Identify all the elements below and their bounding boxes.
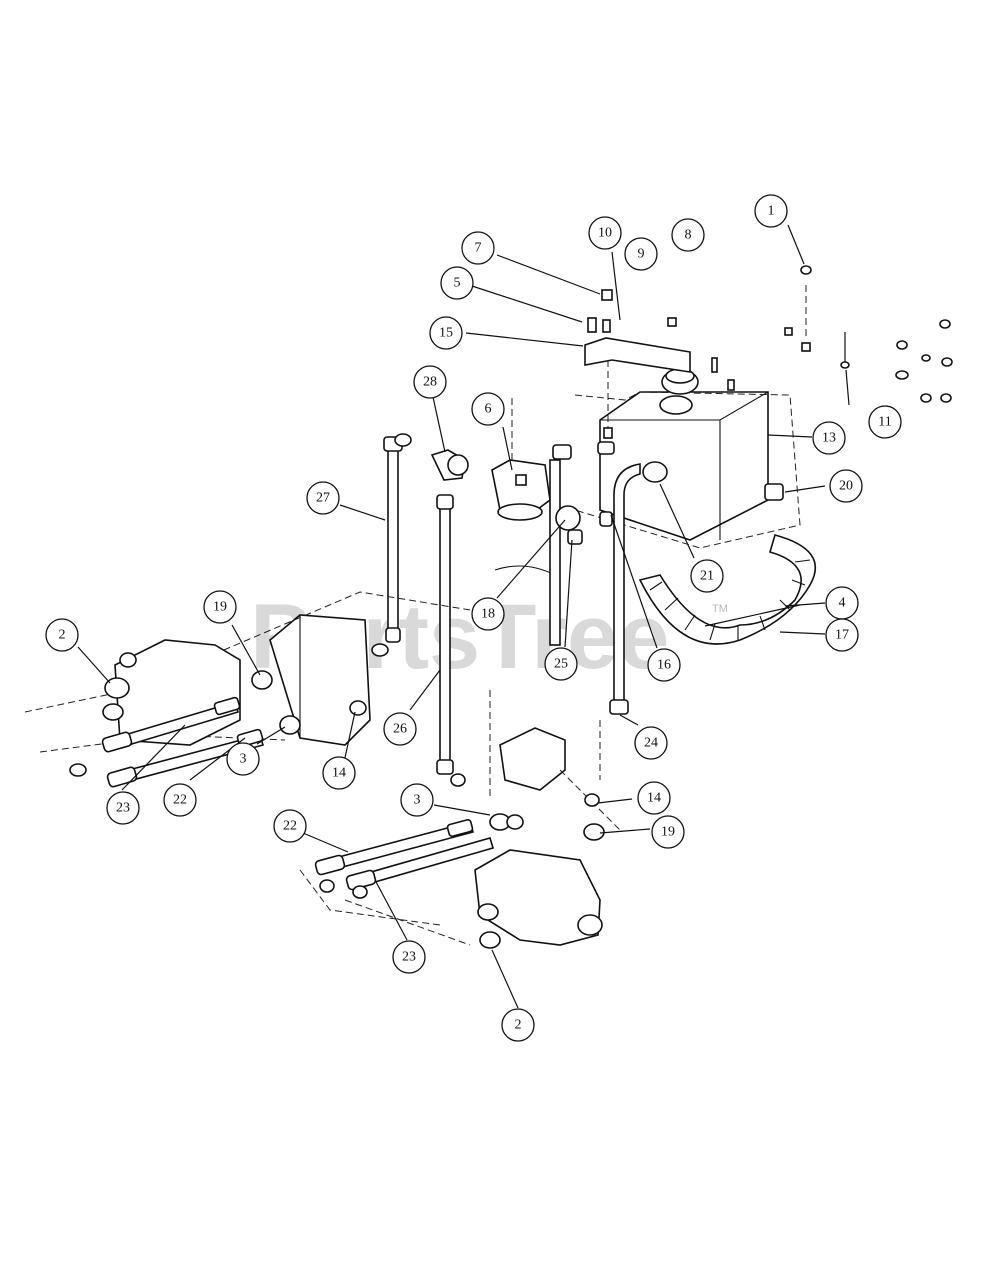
svg-text:3: 3 <box>240 752 247 767</box>
callout-22-left: 22 <box>163 783 197 817</box>
callout-5: 5 <box>440 266 474 300</box>
svg-text:24: 24 <box>644 736 658 751</box>
svg-text:26: 26 <box>393 722 407 737</box>
svg-text:19: 19 <box>213 600 227 615</box>
svg-text:23: 23 <box>116 801 130 816</box>
svg-text:16: 16 <box>657 658 671 673</box>
callout-22-bottom: 22 <box>273 809 307 843</box>
callout-23-left: 23 <box>106 791 140 825</box>
callout-1: 1 <box>754 194 788 228</box>
svg-text:14: 14 <box>647 791 661 806</box>
svg-text:25: 25 <box>554 657 568 672</box>
callout-16: 16 <box>647 648 681 682</box>
svg-text:1: 1 <box>768 204 775 219</box>
svg-text:8: 8 <box>685 228 692 243</box>
svg-text:9: 9 <box>638 247 645 262</box>
svg-text:2: 2 <box>59 628 66 643</box>
oil-filter-head <box>491 395 556 576</box>
control-valve-left <box>24 591 471 753</box>
callout-9: 9 <box>624 237 658 271</box>
svg-text:6: 6 <box>485 402 492 417</box>
svg-text:28: 28 <box>423 375 437 390</box>
svg-text:3: 3 <box>414 793 421 808</box>
callout-8: 8 <box>671 218 705 252</box>
callout-15: 15 <box>429 316 463 350</box>
svg-text:18: 18 <box>481 607 495 622</box>
callout-10: 10 <box>588 216 622 250</box>
svg-text:22: 22 <box>173 793 187 808</box>
callout-14-right: 14 <box>637 781 671 815</box>
svg-text:10: 10 <box>598 226 612 241</box>
callout-21: 21 <box>690 559 724 593</box>
svg-text:17: 17 <box>835 628 849 643</box>
callout-2-bottom: 2 <box>501 1008 535 1042</box>
callout-18: 18 <box>471 597 505 631</box>
hose-27 <box>383 433 412 643</box>
callout-2-left: 2 <box>45 618 79 652</box>
callout-3-left: 3 <box>226 742 260 776</box>
callout-13: 13 <box>812 421 846 455</box>
callout-24: 24 <box>634 726 668 760</box>
svg-text:23: 23 <box>402 950 416 965</box>
callout-11: 11 <box>868 405 902 439</box>
elbow-fitting-28 <box>430 449 469 481</box>
suction-hose <box>638 483 817 645</box>
mounting-bracket <box>584 289 691 439</box>
svg-text:20: 20 <box>839 479 853 494</box>
hardware-cluster <box>784 265 953 403</box>
svg-text:22: 22 <box>283 819 297 834</box>
callout-20: 20 <box>829 469 863 503</box>
svg-text:7: 7 <box>475 241 482 256</box>
callout-3-center: 3 <box>400 783 434 817</box>
watermark-trademark: TM <box>712 603 728 615</box>
hose-24 <box>597 441 668 715</box>
svg-text:15: 15 <box>439 326 453 341</box>
svg-text:4: 4 <box>839 596 846 611</box>
svg-text:2: 2 <box>515 1018 522 1033</box>
svg-text:19: 19 <box>661 825 675 840</box>
svg-text:14: 14 <box>332 766 346 781</box>
callout-19-left: 19 <box>203 590 237 624</box>
callout-27: 27 <box>306 481 340 515</box>
callout-17: 17 <box>825 618 859 652</box>
wheel-motor-right <box>299 849 603 949</box>
control-valve-center <box>489 690 621 841</box>
svg-text:11: 11 <box>878 415 891 430</box>
callout-26: 26 <box>383 712 417 746</box>
callout-4: 4 <box>825 586 859 620</box>
hoses-22-23-bottom <box>314 818 494 899</box>
svg-text:21: 21 <box>700 569 714 584</box>
svg-text:13: 13 <box>822 431 836 446</box>
callout-28: 28 <box>413 365 447 399</box>
callout-19-right: 19 <box>651 815 685 849</box>
callout-14-left: 14 <box>322 756 356 790</box>
leader-lines <box>77 224 850 1009</box>
callout-6: 6 <box>471 392 505 426</box>
hoses-22-23-left <box>101 696 265 788</box>
svg-text:5: 5 <box>454 276 461 291</box>
callout-25: 25 <box>544 647 578 681</box>
callout-7: 7 <box>461 231 495 265</box>
svg-text:27: 27 <box>316 491 330 506</box>
callout-23-bottom: 23 <box>392 940 426 974</box>
hose-26 <box>436 494 466 787</box>
